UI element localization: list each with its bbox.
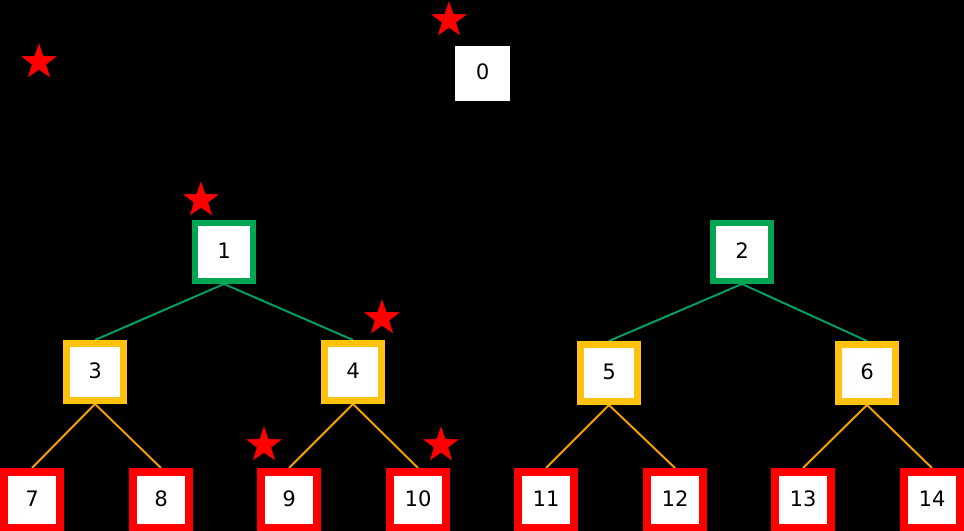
tree-node-6[interactable]: 6 — [835, 341, 899, 405]
tree-node-label: 8 — [154, 486, 168, 511]
tree-node-label: 11 — [532, 486, 560, 511]
star-marker-icon — [182, 180, 220, 218]
star-shape — [422, 426, 460, 461]
tree-edge — [223, 283, 354, 341]
tree-node-label: 4 — [346, 358, 360, 383]
tree-edge — [608, 283, 743, 342]
tree-node-8[interactable]: 8 — [129, 468, 193, 531]
star-marker-icon — [422, 425, 460, 463]
tree-node-label: 13 — [789, 486, 817, 511]
tree-edge — [288, 403, 354, 469]
tree-node-label: 6 — [860, 359, 874, 384]
tree-node-2[interactable]: 2 — [710, 220, 774, 284]
tree-node-label: 5 — [602, 359, 616, 384]
tree-node-5[interactable]: 5 — [577, 341, 641, 405]
tree-node-9[interactable]: 9 — [257, 468, 321, 531]
star-marker-icon — [363, 298, 401, 336]
tree-edge — [94, 283, 225, 341]
tree-node-3[interactable]: 3 — [63, 340, 127, 404]
tree-node-12[interactable]: 12 — [643, 468, 707, 531]
tree-node-label: 12 — [661, 486, 689, 511]
tree-node-label: 0 — [475, 60, 490, 84]
tree-node-10[interactable]: 10 — [386, 468, 450, 531]
tree-node-label: 3 — [88, 358, 102, 383]
star-shape — [363, 299, 401, 334]
tree-edge — [352, 403, 419, 469]
tree-node-label: 14 — [918, 486, 946, 511]
star-shape — [245, 426, 283, 461]
tree-edge — [31, 403, 96, 469]
star-marker-icon — [430, 0, 468, 38]
tree-edge — [741, 283, 868, 342]
tree-node-label: 7 — [25, 486, 39, 511]
tree-node-1[interactable]: 1 — [192, 220, 256, 284]
star-shape — [430, 1, 468, 36]
tree-node-label: 1 — [217, 238, 231, 263]
tree-node-label: 2 — [735, 238, 749, 263]
tree-node-14[interactable]: 14 — [900, 468, 964, 531]
tree-node-7[interactable]: 7 — [0, 468, 64, 531]
star-shape — [182, 181, 220, 216]
tree-edge — [545, 404, 610, 469]
tree-edge — [802, 404, 868, 469]
star-marker-icon — [245, 425, 283, 463]
tree-edge — [94, 403, 162, 469]
tree-node-11[interactable]: 11 — [514, 468, 578, 531]
tree-node-4[interactable]: 4 — [321, 340, 385, 404]
tree-node-13[interactable]: 13 — [771, 468, 835, 531]
tree-edge — [608, 404, 676, 469]
tree-node-0[interactable]: 0 — [455, 46, 510, 101]
star-shape — [20, 43, 58, 78]
star-marker-icon — [20, 42, 58, 80]
tree-node-label: 9 — [282, 486, 296, 511]
tree-node-label: 10 — [404, 486, 432, 511]
tree-edge — [866, 404, 933, 469]
